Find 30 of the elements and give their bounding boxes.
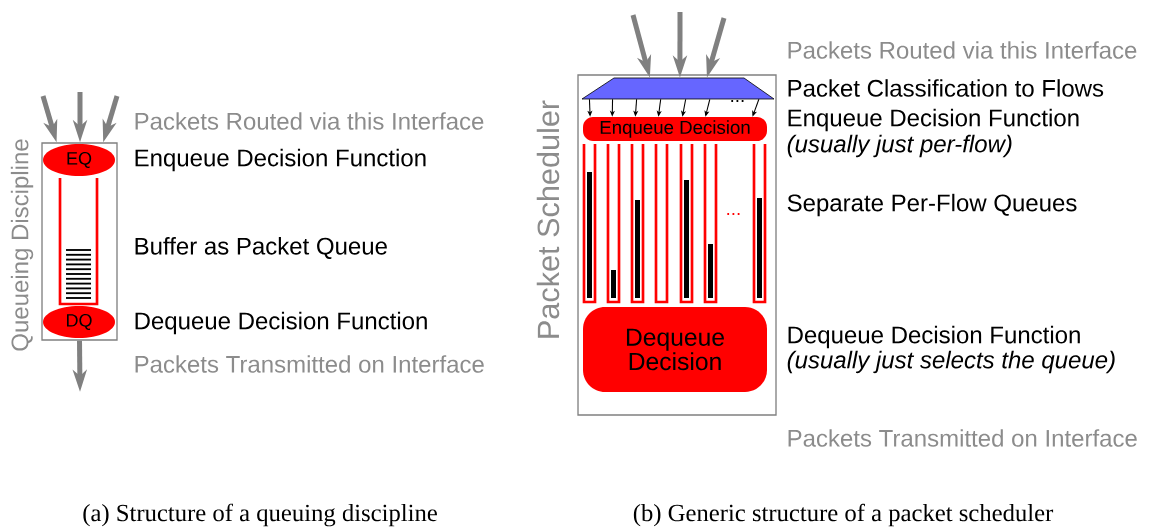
flow-queue xyxy=(630,144,645,304)
annotation-text: Enqueue Decision Function xyxy=(788,108,1079,132)
annotation-text: Buffer as Packet Queue xyxy=(135,237,387,259)
flow-queue xyxy=(703,144,718,304)
flow-queue xyxy=(654,144,669,304)
annotation-text: Packet Classification to Flows xyxy=(788,79,1104,97)
caption: (b) Generic structure of a packet scheduler xyxy=(633,503,1054,527)
annotation-text: Packets Transmitted on Interface xyxy=(788,429,1137,447)
vertical-heading: Queueing Discipline xyxy=(10,139,34,351)
classifier-trapezoid xyxy=(581,77,775,100)
flow-queue xyxy=(679,144,694,304)
decision-box: Dequeue Decision xyxy=(583,307,767,392)
annotation-text: Separate Per-Flow Queues xyxy=(787,193,1077,217)
ellipsis: ... xyxy=(731,100,744,102)
annotation-text: Packets Routed via this Interface xyxy=(788,41,1137,59)
packet-queue xyxy=(58,178,99,306)
annotation-text: Dequeue Decision Function xyxy=(135,311,427,335)
annotation-text: Dequeue Decision Function xyxy=(788,325,1080,349)
flow-queue xyxy=(582,144,597,304)
annotation-note: (usually just per-flow) xyxy=(787,134,1012,158)
annotation-text: Packets Transmitted on Interface xyxy=(135,355,484,373)
flow-queue xyxy=(752,144,767,304)
decision-box: Enqueue Decision xyxy=(583,117,767,141)
annotation-text: Packets Routed via this Interface xyxy=(135,112,484,130)
annotation-note: (usually just selects the queue) xyxy=(787,350,1115,374)
vertical-heading: Packet Scheduler xyxy=(536,100,560,338)
caption: (a) Structure of a queuing discipline xyxy=(83,503,437,527)
annotation-text: Enqueue Decision Function xyxy=(135,148,426,172)
ellipsis: ... xyxy=(727,213,740,215)
flow-queue xyxy=(606,144,621,304)
